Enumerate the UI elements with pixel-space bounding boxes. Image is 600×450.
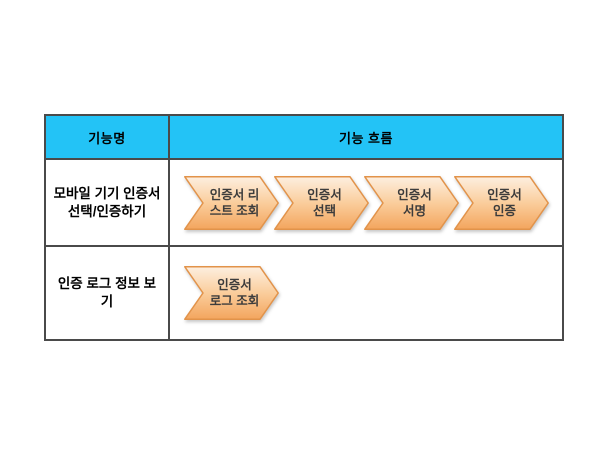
header-cell-function-name: 기능명 [46, 116, 170, 160]
flow-step-label-line: 선택 [312, 203, 336, 218]
header-cell-function-flow: 기능 흐름 [170, 116, 562, 160]
flow-row-mobile-cert: 인증서 리 스트 조회 인증서 선택 인증서 서명 [170, 160, 562, 247]
flow-step-label-line: 인증서 [307, 187, 342, 202]
flow-step-label-line: 인증서 [487, 187, 522, 202]
flow-step-label: 인증서 리 스트 조회 [184, 176, 279, 230]
flow-step-label: 인증서 인증 [454, 176, 549, 230]
flow-step-label-line: 인증 [492, 203, 516, 218]
flow-step-label: 인증서 선택 [274, 176, 369, 230]
flow-row-auth-log: 인증서 로그 조회 [170, 247, 562, 339]
row-name-line: 기 [100, 294, 114, 309]
chevron-arrow-icon [274, 175, 369, 230]
flow-step-label-line: 인증서 리 [209, 187, 260, 202]
flow-step-cert-sign: 인증서 서명 [364, 175, 459, 230]
row-name-mobile-cert: 모바일 기기 인증서 선택/인증하기 [46, 160, 170, 247]
flow-step-label: 인증서 서명 [364, 176, 459, 230]
flow-step-cert-auth: 인증서 인증 [454, 175, 549, 230]
flow-step-label: 인증서 로그 조회 [184, 266, 279, 320]
flow-step-label-line: 스트 조회 [209, 203, 260, 218]
header-label-function-name: 기능명 [88, 130, 126, 146]
row-name-line: 모바일 기기 인증서 [53, 185, 161, 201]
flow-step-cert-log-lookup: 인증서 로그 조회 [184, 266, 279, 320]
chevron-arrow-icon [454, 175, 549, 230]
flow-step-label-line: 서명 [402, 203, 426, 218]
chevron-arrow-icon [184, 175, 279, 230]
flow-step-label-line: 로그 조회 [209, 294, 260, 308]
row-name-line: 인증 로그 정보 보 [57, 276, 157, 291]
feature-table: 기능명 기능 흐름 모바일 기기 인증서 선택/인증하기 인증서 리 스트 조회 [44, 114, 564, 341]
row-name-auth-log: 인증 로그 정보 보 기 [46, 247, 170, 339]
chevron-arrow-icon [184, 266, 279, 320]
flow-step-cert-select: 인증서 선택 [274, 175, 369, 230]
flow-step-label-line: 인증서 [397, 187, 432, 202]
chevron-arrow-icon [364, 175, 459, 230]
flow-step-cert-list-lookup: 인증서 리 스트 조회 [184, 175, 279, 230]
row-name-line: 선택/인증하기 [67, 203, 147, 219]
flow-step-label-line: 인증서 [217, 278, 252, 292]
header-label-function-flow: 기능 흐름 [339, 130, 393, 146]
